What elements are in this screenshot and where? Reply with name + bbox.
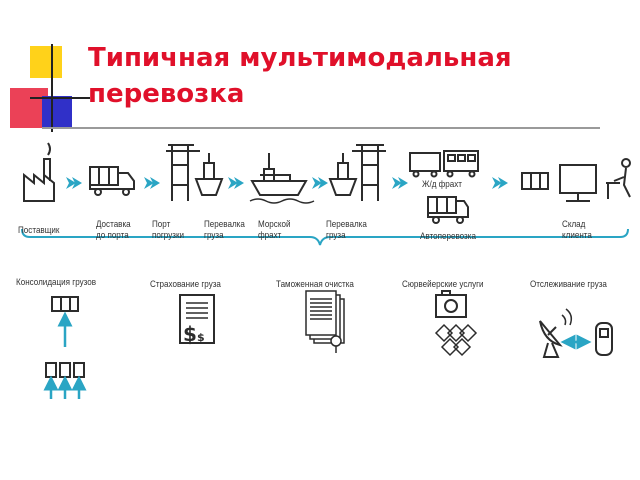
label-transshipment-2: Перевалка груза	[326, 219, 367, 241]
label-loading-port: Порт погрузки	[152, 219, 184, 241]
computer-icon	[559, 164, 597, 202]
factory-icon	[23, 142, 55, 202]
dollar-icon: $	[183, 322, 197, 346]
insurance-document-icon	[179, 294, 215, 344]
container-icon	[521, 172, 549, 190]
chevron-right-icon	[228, 177, 244, 189]
label-insurance: Страхование груза	[150, 279, 221, 290]
chevron-right-icon	[392, 177, 408, 189]
label-rail-freight: Ж/д фрахт	[422, 179, 462, 190]
label-tracking: Отслеживание груза	[530, 279, 607, 290]
chevron-right-icon	[492, 177, 508, 189]
label-customs: Таможенная очистка	[276, 279, 354, 290]
label-transshipment-1: Перевалка груза	[204, 219, 245, 241]
multimodal-diagram: $ $	[0, 135, 640, 415]
group-brace	[21, 228, 629, 246]
label-surveyor: Сюрвейерские услуги	[402, 279, 484, 290]
customs-documents-icon	[305, 290, 345, 353]
inspection-diamonds-icon	[434, 323, 478, 357]
dollar-icon: $	[197, 331, 205, 344]
train-icon	[409, 150, 479, 178]
label-supplier: Поставщик	[18, 225, 60, 236]
arrow-up-icon	[43, 311, 87, 399]
slide-title: Типичная мультимодальная перевозка	[88, 40, 628, 112]
label-client-warehouse: Склад клиента	[562, 219, 592, 241]
label-consolidation: Консолидация грузов	[16, 277, 97, 288]
truck-icon	[89, 166, 135, 196]
truck-icon	[427, 196, 469, 224]
cargo-ship-icon	[249, 153, 315, 204]
chevron-right-icon	[66, 177, 82, 189]
chevron-right-icon	[144, 177, 160, 189]
title-divider	[42, 127, 600, 129]
title-line-1: Типичная мультимодальная	[88, 43, 512, 73]
title-line-2: перевозка	[88, 79, 245, 109]
satellite-dish-icon	[539, 308, 573, 358]
port-crane-icon	[328, 144, 386, 201]
label-road-transport: Автоперевозка	[420, 231, 476, 242]
person-at-desk-icon	[606, 158, 631, 199]
mobile-tracker-icon	[595, 322, 613, 356]
label-sea-freight: Морской фрахт	[258, 219, 291, 241]
logo-squares-decoration	[10, 44, 90, 132]
camera-icon	[435, 290, 467, 318]
label-delivery-to-port: Доставка до порта	[96, 219, 131, 241]
chevron-right-icon	[312, 177, 328, 189]
port-crane-icon	[166, 144, 224, 201]
